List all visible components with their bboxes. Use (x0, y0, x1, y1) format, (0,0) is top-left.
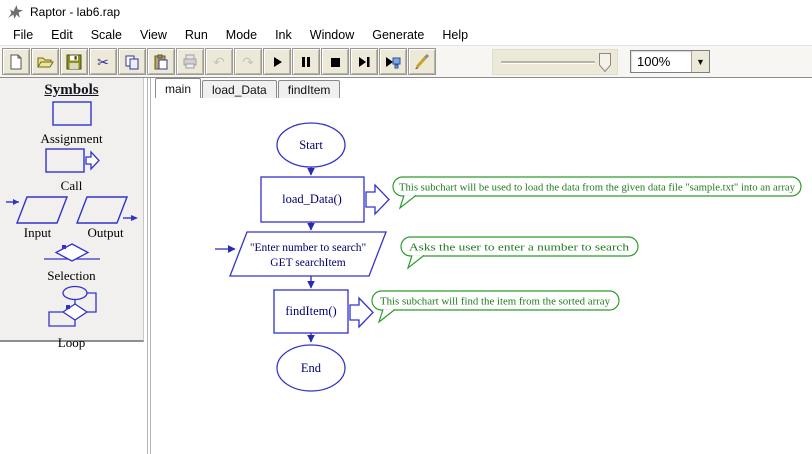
call-node-finditem[interactable]: findItem() (273, 289, 374, 334)
loop-symbol-icon (47, 285, 97, 327)
menu-bar: File Edit Scale View Run Mode Ink Window… (0, 24, 812, 46)
new-file-icon (10, 54, 22, 69)
start-label: Start (299, 138, 323, 152)
menu-help[interactable]: Help (442, 27, 469, 42)
step-icon (359, 56, 370, 67)
symbol-label: Call (60, 177, 83, 193)
open-file-icon (36, 57, 54, 67)
end-label: End (301, 361, 322, 375)
chevron-down-icon[interactable]: ▼ (691, 51, 709, 72)
chart-content: main load_Data findItem Start (153, 78, 812, 454)
zoom-combobox[interactable]: 100% ▼ (630, 50, 710, 73)
ink-pen-icon (415, 53, 430, 69)
selection-symbol-icon (43, 243, 100, 262)
comment-bubble-input[interactable]: Asks the user to enter a number to searc… (400, 236, 639, 270)
menu-window[interactable]: Window (309, 27, 355, 42)
symbol-label: Selection (47, 267, 96, 283)
symbols-sidebar: Symbols Assignment Call (0, 78, 144, 454)
assignment-symbol-icon (51, 101, 92, 126)
ink-pen-button[interactable] (408, 48, 436, 75)
symbol-assignment[interactable]: Assignment (0, 101, 143, 146)
symbol-output[interactable]: Output (73, 194, 139, 240)
window-title: Raptor - lab6.rap (30, 5, 121, 19)
end-node[interactable]: End (276, 344, 346, 392)
stop-icon (331, 57, 340, 67)
save-icon (66, 54, 82, 69)
comment-text: This subchart will find the item from th… (380, 296, 610, 308)
input-prompt-text: "Enter number to search" (250, 242, 366, 254)
symbol-call[interactable]: Call (0, 147, 143, 193)
print-button[interactable] (176, 48, 204, 75)
call-symbol-icon (44, 147, 100, 173)
step-over-button[interactable] (379, 48, 407, 75)
new-file-button[interactable] (2, 48, 30, 75)
symbol-label: Assignment (40, 131, 103, 146)
menu-view[interactable]: View (139, 27, 167, 42)
save-button[interactable] (60, 48, 88, 75)
symbol-input[interactable]: Input (5, 194, 71, 240)
tab-finditem[interactable]: findItem (277, 80, 341, 98)
paste-icon (154, 54, 168, 69)
raptor-app-icon (8, 4, 23, 19)
undo-button[interactable]: ↶ (205, 48, 233, 75)
flowchart-canvas[interactable]: Start load_Data() This subchart will be … (153, 98, 812, 454)
comment-bubble-load-data[interactable]: This subchart will be used to load the d… (392, 176, 802, 210)
stop-button[interactable] (321, 48, 349, 75)
slider-track (501, 60, 595, 64)
scale-slider[interactable] (492, 48, 618, 75)
zoom-value: 100% (637, 54, 671, 69)
menu-mode[interactable]: Mode (225, 27, 258, 42)
play-icon (274, 56, 282, 67)
title-bar: Raptor - lab6.rap (0, 0, 812, 24)
paste-button[interactable] (147, 48, 175, 75)
copy-icon (125, 55, 139, 69)
call-out-arrow-icon (349, 296, 374, 329)
tab-strip: main load_Data findItem (153, 78, 812, 98)
symbol-loop[interactable]: Loop (0, 285, 143, 350)
tab-main[interactable]: main (155, 78, 202, 98)
play-button[interactable] (263, 48, 291, 75)
call-out-arrow-icon (365, 183, 390, 216)
pause-icon (302, 56, 310, 67)
redo-icon: ↷ (242, 53, 254, 70)
symbols-title: Symbols (44, 82, 99, 98)
symbol-label: Output (87, 225, 124, 241)
tab-load-data[interactable]: load_Data (202, 80, 277, 98)
call-node-label: findItem() (285, 304, 336, 318)
symbol-label: Input (23, 225, 52, 241)
symbol-selection[interactable]: Selection (0, 242, 143, 283)
menu-scale[interactable]: Scale (90, 27, 122, 42)
symbols-panel: Symbols Assignment Call (0, 78, 144, 349)
comment-text: This subchart will be used to load the d… (399, 182, 795, 194)
redo-button[interactable]: ↷ (234, 48, 262, 75)
open-file-button[interactable] (31, 48, 59, 75)
symbol-label: Loop (57, 334, 86, 350)
menu-edit[interactable]: Edit (51, 27, 73, 42)
output-symbol-icon (75, 196, 138, 224)
call-node-load-data[interactable]: load_Data() (260, 176, 390, 223)
menu-generate[interactable]: Generate (372, 27, 425, 42)
input-node[interactable]: "Enter number to search" GET searchItem (215, 231, 387, 277)
start-node[interactable]: Start (276, 122, 346, 168)
input-symbol-icon (5, 196, 68, 224)
copy-button[interactable] (118, 48, 146, 75)
step-button[interactable] (350, 48, 378, 75)
menu-run[interactable]: Run (184, 27, 208, 42)
input-get-text: GET searchItem (270, 257, 346, 269)
comment-text: Asks the user to enter a number to searc… (409, 242, 630, 254)
slider-thumb[interactable] (599, 52, 611, 72)
step-over-icon (386, 56, 401, 68)
main-area: Symbols Assignment Call (0, 78, 812, 454)
call-node-label: load_Data() (282, 192, 342, 206)
comment-bubble-finditem[interactable]: This subchart will find the item from th… (371, 290, 620, 324)
cut-icon: ✂ (97, 53, 109, 70)
menu-ink[interactable]: Ink (275, 27, 292, 42)
print-icon (183, 54, 197, 68)
undo-icon: ↶ (213, 53, 225, 70)
cut-button[interactable]: ✂ (89, 48, 117, 75)
pause-button[interactable] (292, 48, 320, 75)
panel-splitter[interactable] (145, 78, 153, 454)
toolbar: ✂ ↶ ↷ (0, 46, 812, 78)
menu-file[interactable]: File (13, 27, 34, 42)
